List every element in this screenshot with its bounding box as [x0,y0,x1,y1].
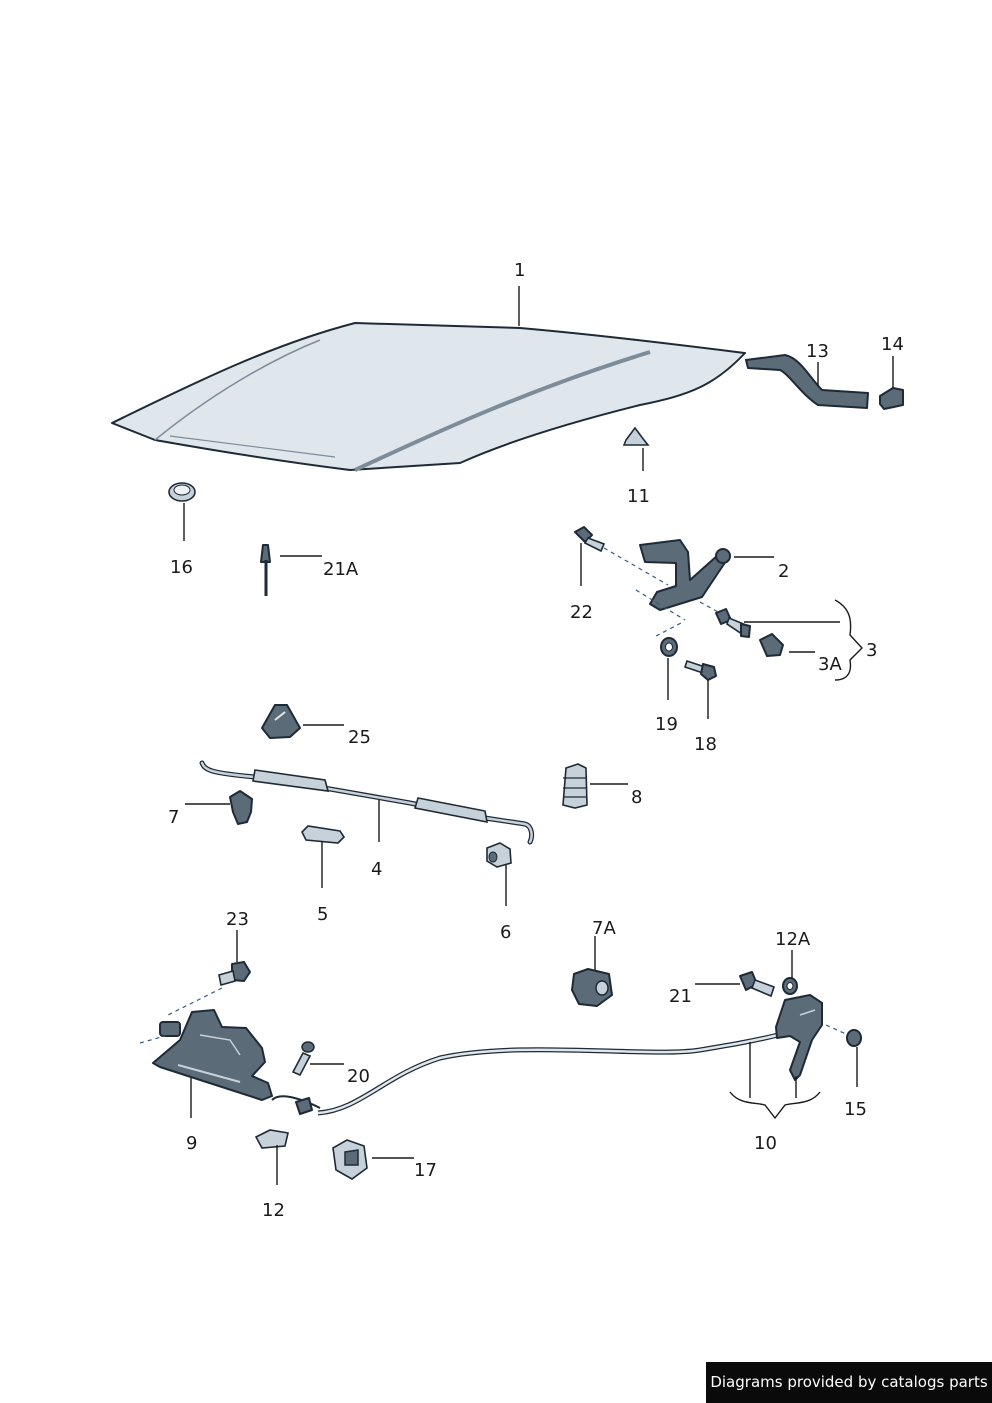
credit-banner: Diagrams provided by catalogs parts [706,1362,992,1403]
label-part-2: 2 [778,561,790,582]
label-part-4: 4 [371,859,383,880]
label-part-25: 25 [348,727,371,748]
part-13-seal [745,354,869,409]
part-9-lock [152,1009,273,1101]
part-17-clip [332,1139,368,1180]
label-part-15: 15 [844,1099,867,1120]
label-part-3: 3 [866,640,878,661]
part-22-bolt [574,526,606,553]
label-part-20: 20 [347,1066,370,1087]
label-part-8: 8 [631,787,643,808]
label-part-22: 22 [570,602,593,623]
label-part-10: 10 [754,1133,777,1154]
part-12-clip [254,1129,289,1149]
part-10-cable [271,994,823,1116]
label-part-3a: 3A [818,654,842,675]
part-3a-nut [759,633,784,657]
part-6-grommet [486,842,512,868]
part-19-washer [660,637,678,657]
part-7a-buffer [571,968,613,1007]
part-21a-rivet [260,544,271,596]
label-part-19: 19 [655,714,678,735]
label-part-14: 14 [881,334,904,355]
part-3-bolt [715,608,751,638]
label-part-16: 16 [170,557,193,578]
label-part-6: 6 [500,922,512,943]
label-part-12a: 12A [775,929,811,950]
part-16-plug [168,482,196,502]
label-part-21a: 21A [323,559,359,580]
part-4-prop-rod [199,760,535,845]
label-part-12: 12 [262,1200,285,1221]
part-7-clip [229,790,253,825]
part-5-holder [301,825,346,844]
part-14-clip [879,387,904,410]
label-part-7: 7 [168,807,180,828]
label-part-11: 11 [627,486,650,507]
label-part-17: 17 [414,1160,437,1181]
part-1-hood [111,322,746,472]
part-21-bolt [739,971,776,998]
part-15-grommet [846,1029,862,1047]
part-2-hinge [639,539,731,611]
label-part-21: 21 [669,986,692,1007]
part-20-screw [291,1041,315,1077]
part-12a-nut [782,977,798,995]
part-23-bolt [218,961,251,987]
label-part-1: 1 [514,260,526,281]
label-part-23: 23 [226,909,249,930]
part-11-buffer [622,426,650,446]
label-part-9: 9 [186,1133,198,1154]
part-8-buffer [562,763,588,809]
part-25-cap [261,704,301,739]
part-18-bolt [683,659,717,681]
label-part-18: 18 [694,734,717,755]
label-part-13: 13 [806,341,829,362]
label-part-5: 5 [317,904,329,925]
label-part-7a: 7A [592,918,616,939]
